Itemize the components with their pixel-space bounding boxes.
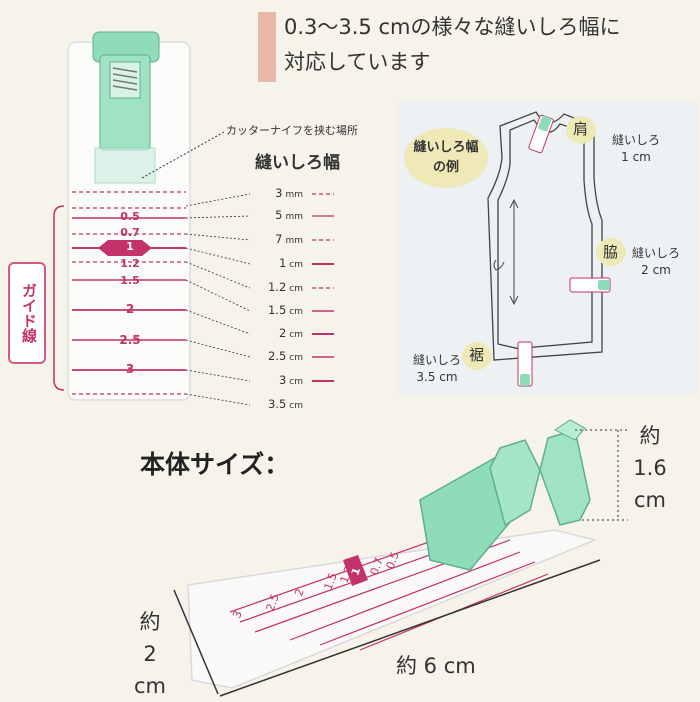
guide-bracket — [53, 205, 65, 391]
shoulder-allowance: 縫いしろ 1 cm — [611, 133, 660, 164]
mini-tool-shoulder — [528, 114, 554, 154]
side-bubble — [596, 238, 626, 266]
hem-part-label: 裾 — [469, 346, 485, 364]
mini-tool-hem — [517, 341, 533, 387]
length-dim-line — [219, 559, 601, 697]
marker-1cm-highlight — [98, 240, 152, 256]
marking-3: 3 — [125, 362, 135, 376]
cutter-slot-label: カッターナイフを挟む場所 — [226, 124, 358, 137]
tool-diagram — [53, 31, 334, 406]
cutter-clip — [94, 147, 156, 184]
length-dimension: 約 6 cm — [396, 654, 476, 678]
grain-arrow-icon — [509, 198, 519, 306]
product-holder-clip — [539, 429, 591, 526]
headline-line2: 対応しています — [284, 50, 431, 74]
width-dim-line — [173, 589, 219, 695]
headline-line1: 0.3～3.5 cmの様々な縫いしろ幅に — [284, 15, 621, 39]
shoulder-part-label: 肩 — [573, 120, 589, 138]
guide-line-label: ガイド線 — [8, 262, 46, 364]
marking-2.5: 2.5 — [119, 333, 141, 347]
hem-bubble — [462, 342, 492, 370]
marking-0.7: 0.7 — [120, 226, 140, 239]
marking-1.2: 1.2 — [120, 257, 140, 270]
garment-diagram — [487, 111, 611, 387]
example-title-bubble — [404, 128, 488, 188]
height-dimension: 約 1.6 cm — [633, 424, 667, 512]
marking-0.5: 0.5 — [120, 210, 140, 223]
marking-1: 1 — [126, 240, 134, 253]
marking-2: 2 — [125, 302, 135, 316]
body-size-title: 本体サイズ： — [140, 450, 290, 479]
headline: 0.3～3.5 cmの様々な縫いしろ幅に 対応しています — [284, 10, 620, 80]
mini-tool-side — [569, 277, 611, 293]
side-allowance: 縫いしろ 2 cm — [631, 246, 680, 277]
example-title: 縫いしろ幅 の例 — [413, 140, 479, 175]
product-holder-top — [554, 419, 586, 441]
product-1cm-marker — [343, 555, 368, 586]
shoulder-bubble — [566, 116, 596, 144]
side-part-label: 脇 — [603, 243, 619, 261]
width-dimension: 約 2 cm — [133, 610, 166, 698]
headline-accent-bar — [258, 12, 276, 82]
marking-1.5: 1.5 — [120, 274, 140, 287]
hem-allowance: 縫いしろ 3.5 cm — [412, 353, 461, 384]
spring-icon — [112, 67, 138, 91]
notch-icon — [493, 259, 505, 271]
seam-allowance-heading: 縫いしろ幅 — [255, 153, 340, 173]
